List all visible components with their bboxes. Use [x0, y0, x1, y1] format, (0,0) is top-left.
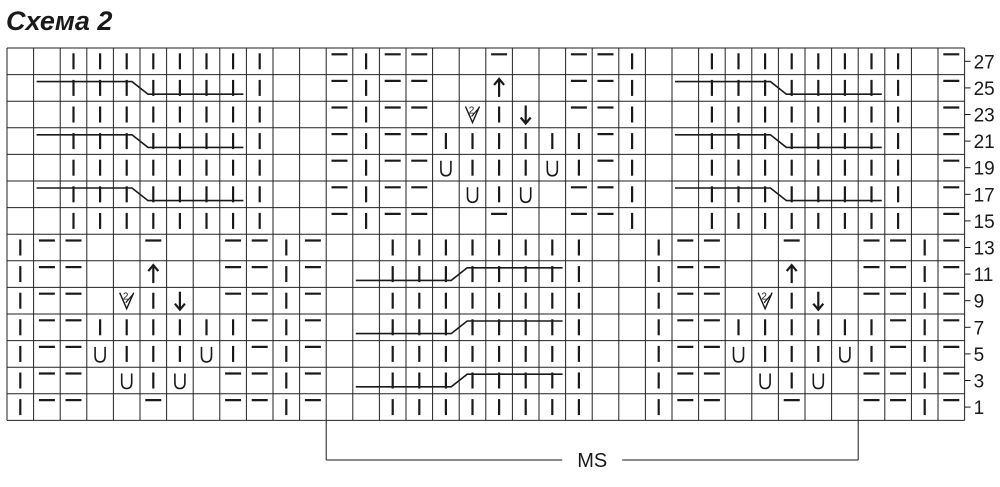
cable-cross-line: [36, 80, 244, 95]
center-double-decrease-digit: 2: [469, 106, 475, 117]
center-double-decrease: [757, 292, 773, 311]
repeat-label: MS: [577, 450, 607, 472]
cable-cross-line: [355, 373, 563, 388]
row-number: 17: [974, 185, 995, 206]
yarn-over: [839, 346, 851, 363]
cable-cross-line: [36, 134, 244, 149]
center-double-decrease-digit: 2: [761, 292, 767, 303]
up-arrow-head: [493, 77, 505, 86]
center-double-decrease: [464, 106, 481, 125]
yarn-over: [466, 187, 479, 204]
yarn-over: [812, 373, 825, 390]
cable-cross-line: [355, 267, 563, 282]
yarn-over: [174, 373, 186, 390]
row-number: 25: [974, 79, 995, 100]
down-arrow-head: [519, 116, 532, 126]
row-number: 21: [974, 132, 995, 153]
yarn-over: [519, 187, 532, 204]
row-number: 3: [974, 372, 985, 393]
down-arrow-head: [812, 302, 825, 312]
up-arrow-head: [147, 263, 160, 272]
yarn-over: [200, 346, 213, 363]
cable-cross-line: [355, 320, 563, 335]
row-number: 27: [974, 52, 995, 73]
row-number: 7: [974, 318, 985, 339]
center-double-decrease-slash: [125, 294, 134, 304]
yarn-over: [759, 373, 771, 390]
cable-cross-line: [675, 80, 882, 95]
center-double-decrease-slash: [763, 294, 772, 304]
row-number: 1: [974, 398, 985, 419]
row-number: 9: [974, 292, 985, 313]
row-number: 23: [974, 106, 995, 127]
row-number: 19: [974, 159, 995, 180]
yarn-over: [546, 160, 559, 177]
row-number: 5: [974, 345, 985, 366]
row-number: 13: [974, 239, 995, 260]
center-double-decrease-slash: [471, 108, 479, 117]
cable-cross-line: [36, 187, 244, 202]
yarn-over: [732, 346, 745, 363]
yarn-over: [94, 346, 106, 363]
up-arrow-head: [785, 263, 798, 272]
chart-title: Схема 2: [6, 6, 113, 36]
cable-cross-line: [675, 187, 882, 202]
row-number: 15: [974, 212, 995, 233]
center-double-decrease-digit: 2: [123, 292, 129, 303]
center-double-decrease: [119, 292, 135, 311]
row-number: 11: [974, 265, 994, 286]
down-arrow-head: [174, 302, 186, 312]
yarn-over: [120, 373, 133, 390]
cable-cross-line: [675, 134, 882, 149]
yarn-over: [440, 160, 452, 177]
